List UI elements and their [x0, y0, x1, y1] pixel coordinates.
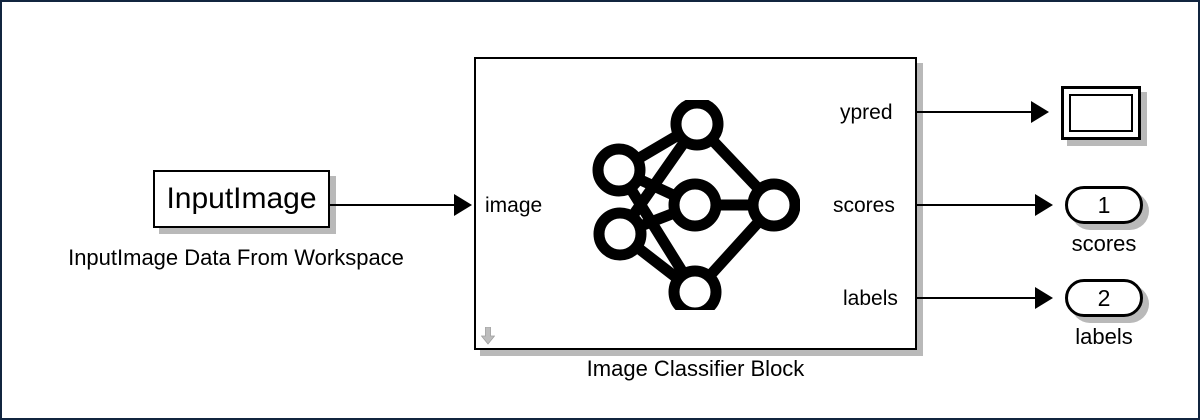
signal-arrow-image-input	[454, 194, 472, 216]
signal-line-labels[interactable]	[917, 297, 1039, 299]
inputimage-block[interactable]: InputImage	[153, 170, 330, 228]
outport-scores[interactable]: 1	[1065, 186, 1143, 224]
scope-icon	[1069, 94, 1133, 132]
signal-line-ypred[interactable]	[917, 111, 1035, 113]
port-label-labels: labels	[843, 287, 898, 310]
classifier-block-caption: Image Classifier Block	[586, 356, 805, 381]
port-label-scores: scores	[833, 194, 895, 217]
resize-down-arrow-icon[interactable]	[481, 327, 495, 345]
signal-arrow-ypred	[1031, 101, 1049, 123]
outport-labels[interactable]: 2	[1065, 279, 1143, 317]
signal-arrow-labels	[1035, 287, 1053, 309]
signal-line-inputimage-to-image[interactable]	[330, 204, 458, 206]
scope-block[interactable]	[1061, 86, 1141, 140]
inputimage-block-label: InputImage	[166, 182, 317, 215]
inputimage-block-caption: InputImage Data From Workspace	[68, 245, 404, 270]
signal-arrow-scores	[1035, 194, 1053, 216]
outport-scores-number: 1	[1097, 191, 1111, 218]
port-label-image: image	[485, 194, 543, 217]
outport-scores-caption: scores	[1071, 231, 1137, 256]
outport-labels-number: 2	[1097, 284, 1111, 311]
neural-network-icon	[592, 100, 800, 310]
outport-labels-caption: labels	[1075, 324, 1133, 349]
port-label-ypred: ypred	[840, 101, 893, 124]
signal-line-scores[interactable]	[917, 204, 1039, 206]
